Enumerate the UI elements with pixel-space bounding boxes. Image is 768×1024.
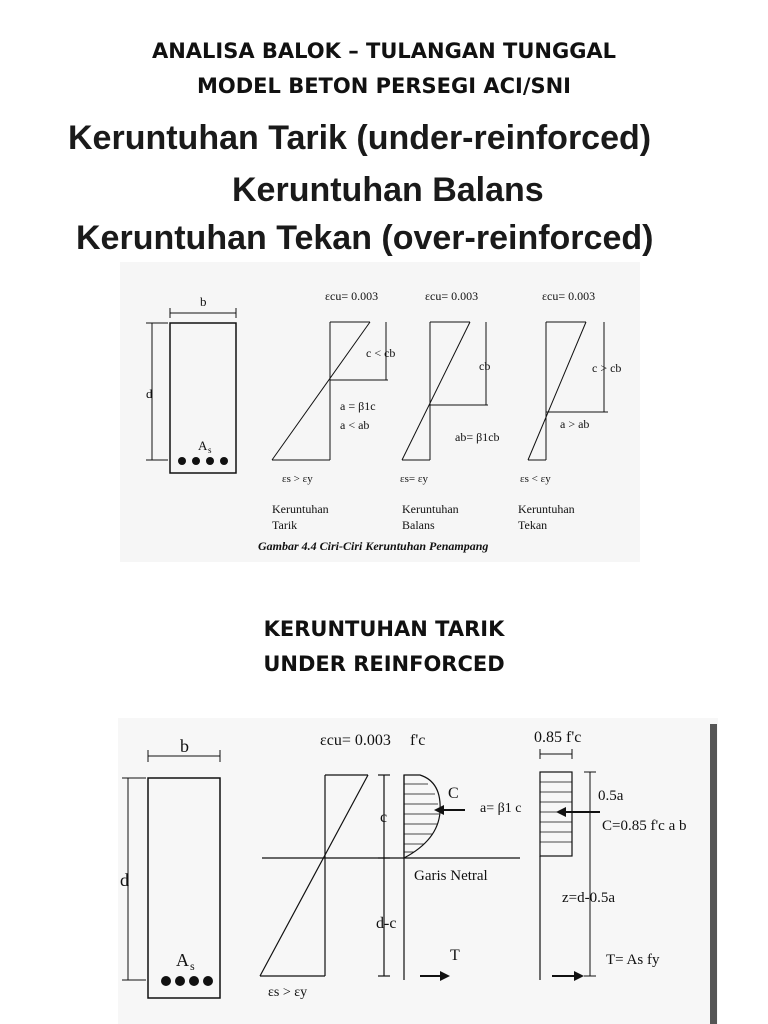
a-gt-ab: a > ab bbox=[560, 417, 589, 431]
strain-diagram-tarik bbox=[271, 321, 388, 461]
scan-title-tarik: Keruntuhan Tarik (under-reinforced) bbox=[68, 119, 652, 157]
beam-section-1: b d A s bbox=[146, 294, 237, 474]
label-b-2: b bbox=[180, 736, 189, 756]
es-gt-ey: εs > εy bbox=[282, 473, 313, 485]
strain-label-3: εcu= 0.003 bbox=[542, 289, 595, 303]
half-a-label: 0.5a bbox=[598, 788, 624, 804]
scan-edge bbox=[710, 724, 717, 1024]
label-as-sub: s bbox=[208, 445, 212, 455]
label-d: d bbox=[146, 386, 153, 401]
T-label: T bbox=[450, 947, 460, 964]
es-eq-ey: εs= εy bbox=[400, 473, 428, 485]
C-equation: C=0.85 f'c a b bbox=[602, 818, 686, 834]
figure1-caption: Gambar 4.4 Ciri-Ciri Keruntuhan Penampan… bbox=[258, 539, 488, 553]
C-label: C bbox=[448, 785, 459, 802]
es-label: εs > εy bbox=[268, 985, 307, 1000]
strain-label-2: εcu= 0.003 bbox=[425, 289, 478, 303]
label2-line2: Balans bbox=[402, 518, 435, 532]
fc-label: f'c bbox=[410, 732, 425, 749]
a-lt-ab: a < ab bbox=[340, 418, 369, 432]
section-title-line-1: KERUNTUHAN TARIK bbox=[263, 617, 505, 641]
c-label: c bbox=[380, 809, 387, 826]
d-c-label: d-c bbox=[376, 915, 396, 932]
label1-line1: Keruntuhan bbox=[272, 502, 329, 516]
label-as: A bbox=[198, 438, 208, 453]
c-gt-cb: c > cb bbox=[592, 361, 621, 375]
label1-line2: Tarik bbox=[272, 518, 297, 532]
cb-label: cb bbox=[479, 359, 490, 373]
a-beta-c-2: a= β1 c bbox=[480, 801, 521, 816]
strain-diagram-2 bbox=[259, 774, 390, 977]
ab-beta-cb: ab= β1cb bbox=[455, 430, 500, 444]
a-beta-c: a = β1c bbox=[340, 399, 376, 413]
fc085-label: 0.85 f'c bbox=[534, 729, 581, 746]
stress-block-parabolic bbox=[403, 774, 465, 981]
scan-title-balans: Keruntuhan Balans bbox=[232, 171, 544, 209]
label-as-2-sub: s bbox=[190, 959, 195, 973]
es-lt-ey: εs < εy bbox=[520, 473, 551, 485]
figure2-background bbox=[118, 718, 718, 1024]
z-equation: z=d-0.5a bbox=[562, 890, 615, 906]
strain-diagram-tekan bbox=[527, 321, 608, 461]
scan-title-tekan: Keruntuhan Tekan (over-reinforced) bbox=[76, 219, 654, 257]
garis-netral-label: Garis Netral bbox=[414, 868, 488, 884]
strain-label-1: εcu= 0.003 bbox=[325, 289, 378, 303]
ecu-label: εcu= 0.003 bbox=[320, 732, 391, 749]
page-title-line-1: ANALISA BALOK – TULANGAN TUNGGAL bbox=[151, 39, 617, 63]
c-lt-cb: c < cb bbox=[366, 346, 395, 360]
label3-line1: Keruntuhan bbox=[518, 502, 575, 516]
label-as-2: A bbox=[176, 950, 189, 970]
stress-block-rectangular bbox=[539, 749, 600, 981]
T-equation: T= As fy bbox=[606, 952, 660, 968]
page-title-line-2: MODEL BETON PERSEGI ACI/SNI bbox=[196, 74, 572, 98]
label3-line2: Tekan bbox=[518, 518, 547, 532]
label-d-2: d bbox=[120, 870, 129, 890]
label2-line1: Keruntuhan bbox=[402, 502, 459, 516]
label-b: b bbox=[200, 294, 207, 309]
section-title-line-2: UNDER REINFORCED bbox=[263, 652, 505, 676]
beam-section-2: b d A s bbox=[120, 736, 221, 999]
strain-diagram-balans bbox=[401, 321, 488, 461]
